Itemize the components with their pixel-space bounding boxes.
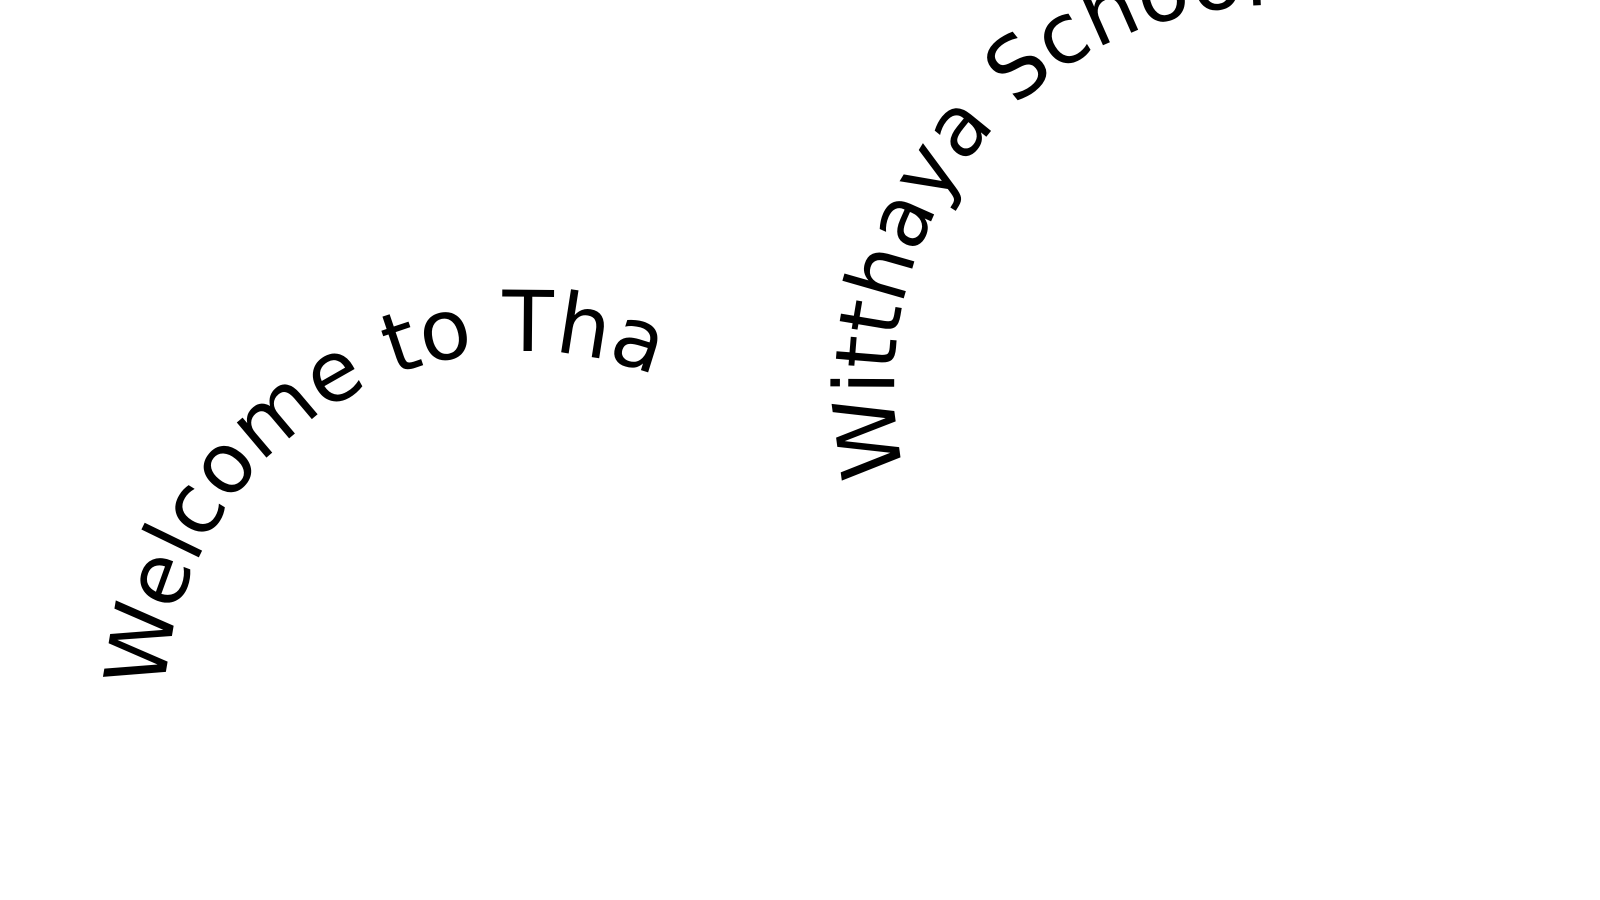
welcome-arc-text: Welcome to Thayang bbox=[0, 0, 679, 693]
school-arc-text: Witthaya School bbox=[815, 0, 1270, 486]
welcome-arc-text-path: Welcome to Thayang bbox=[0, 0, 679, 693]
school-arc-text-path: Witthaya School bbox=[815, 0, 1270, 486]
